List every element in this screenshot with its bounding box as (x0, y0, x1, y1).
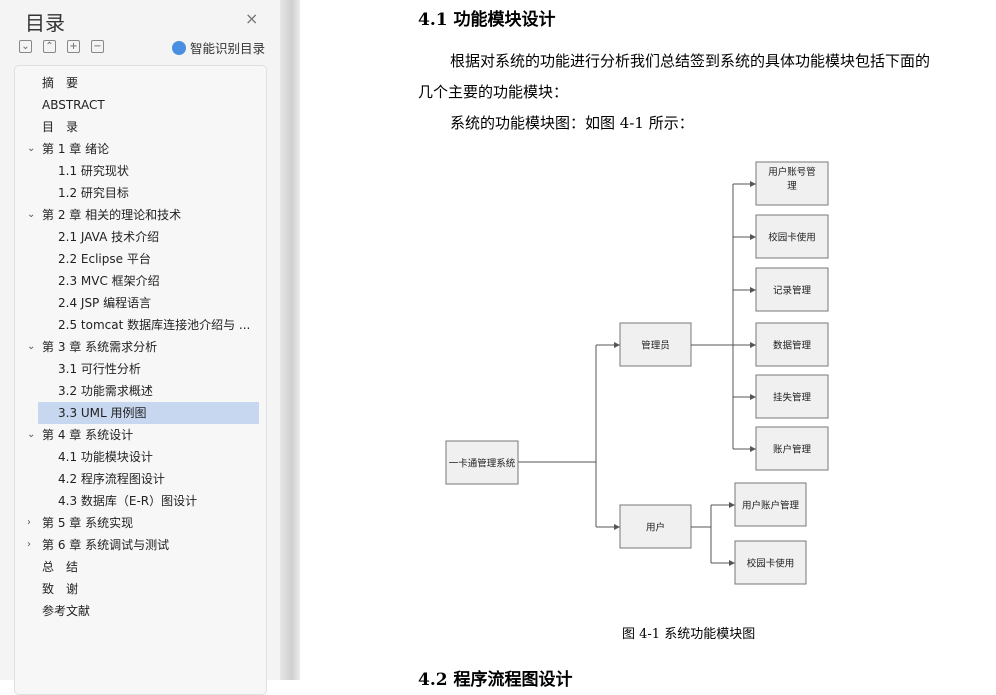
toc-list: 摘 要 ABSTRACT 目 录 ⌄ 第 1 章 绪论 1.1 研究现状 1.2 研究目标 ⌄… (14, 65, 267, 695)
toc-item[interactable]: 2.2 Eclipse 平台 (15, 248, 266, 270)
paragraph-line: 系统的功能模块图：如图 4-1 所示： (450, 114, 694, 132)
diagram-node (734, 482, 807, 527)
diagram-node (755, 374, 829, 419)
chevron-icon[interactable]: ⌄ (27, 143, 36, 154)
expand-all-button[interactable]: ⌄ (19, 40, 32, 53)
toc-item[interactable]: 3.1 可行性分析 (15, 358, 266, 380)
toc-item[interactable]: 3.3 UML 用例图 (38, 402, 259, 424)
toc-item[interactable]: › 第 6 章 系统调试与测试 (15, 534, 266, 556)
node-label: 数据管理 (773, 340, 812, 352)
chevron-icon[interactable]: ⌄ (27, 429, 36, 440)
document-page: 4.1 功能模块设计 根据对系统的功能进行分析我们总结签到系统的具体功能模块包括… (300, 0, 996, 690)
node-label: 管理员 (641, 340, 670, 352)
node-label: 校园卡使用 (747, 558, 795, 570)
toc-item-label: 1.1 研究现状 (58, 164, 129, 178)
toc-item-label: 3.1 可行性分析 (58, 362, 141, 376)
diagram-node (619, 322, 692, 367)
toc-item[interactable]: 2.3 MVC 框架介绍 (15, 270, 266, 292)
function-module-diagram: 一卡通管理系统管理员用户用户账号管理校园卡使用记录管理数据管理挂失管理账户管理用… (445, 161, 829, 585)
toc-item[interactable]: 总 结 (15, 556, 266, 578)
toc-item-label: 第 4 章 系统设计 (42, 428, 134, 442)
toc-item-label: 2.3 MVC 框架介绍 (58, 274, 160, 288)
toc-item-label: 2.4 JSP 编程语言 (58, 296, 152, 310)
toc-item[interactable]: 1.1 研究现状 (15, 160, 266, 182)
toc-item[interactable]: 2.1 JAVA 技术介绍 (15, 226, 266, 248)
ai-icon (172, 40, 186, 55)
node-label: 理 (787, 181, 797, 192)
paragraph-line: 根据对系统的功能进行分析我们总结签到系统的具体功能模块包括下面的 (450, 52, 931, 70)
panel-divider[interactable] (280, 0, 300, 680)
diagram-node (755, 267, 829, 312)
toc-item-label: 第 2 章 相关的理论和技术 (42, 208, 182, 222)
diagram-node (734, 540, 807, 585)
chevron-icon[interactable]: ⌄ (27, 341, 36, 352)
close-icon[interactable]: × (245, 9, 259, 28)
toc-item[interactable]: 2.5 tomcat 数据库连接池介绍与 ... (15, 314, 266, 336)
smart-toc-label: 智能识别目录 (190, 41, 266, 56)
node-label: 挂失管理 (773, 392, 812, 404)
toc-item[interactable]: ⌄ 第 3 章 系统需求分析 (15, 336, 266, 358)
node-label: 用户账户管理 (742, 500, 800, 512)
toc-item-label: 摘 要 (42, 76, 79, 90)
toc-item[interactable]: ⌄ 第 2 章 相关的理论和技术 (15, 204, 266, 226)
paragraph-line: 几个主要的功能模块： (418, 83, 569, 101)
node-label: 校园卡使用 (768, 232, 816, 244)
diagram-node (755, 426, 829, 471)
toc-item-label: ABSTRACT (42, 98, 105, 112)
diagram-node (445, 440, 519, 485)
diagram-node (755, 161, 829, 206)
node-label: 记录管理 (773, 285, 812, 297)
toc-item-label: 致 谢 (42, 582, 79, 596)
toc-item[interactable]: ABSTRACT (15, 94, 266, 116)
toc-item[interactable]: ⌄ 第 1 章 绪论 (15, 138, 266, 160)
toc-item[interactable]: ⌄ 第 4 章 系统设计 (15, 424, 266, 446)
toc-item-label: 总 结 (42, 560, 79, 574)
toc-item-label: 3.2 功能需求概述 (58, 384, 153, 398)
toc-item-label: 4.2 程序流程图设计 (58, 472, 165, 486)
section-heading: 4.1 功能模块设计 (418, 10, 556, 30)
node-label: 用户 (646, 522, 665, 534)
chevron-icon[interactable]: › (27, 539, 31, 550)
node-label: 用户账号管 (768, 166, 816, 178)
toc-item[interactable]: 4.3 数据库（E-R）图设计 (15, 490, 266, 512)
next-section-heading: 4.2 程序流程图设计 (418, 670, 573, 690)
chevron-icon[interactable]: › (27, 517, 31, 528)
toc-item[interactable]: 4.1 功能模块设计 (15, 446, 266, 468)
toc-item-label: 第 1 章 绪论 (42, 142, 110, 156)
toc-item[interactable]: 目 录 (15, 116, 266, 138)
node-label: 账户管理 (773, 444, 812, 456)
toc-item[interactable]: 摘 要 (15, 72, 266, 94)
toc-item[interactable]: 参考文献 (15, 600, 266, 622)
toc-item-label: 2.5 tomcat 数据库连接池介绍与 ... (58, 318, 251, 332)
toc-item-label: 1.2 研究目标 (58, 186, 129, 200)
toc-item[interactable]: 1.2 研究目标 (15, 182, 266, 204)
add-entry-button[interactable]: + (67, 40, 80, 53)
smart-toc-button[interactable]: 智能识别目录 (172, 38, 265, 57)
toc-item-label: 目 录 (42, 120, 79, 134)
toc-item-label: 2.1 JAVA 技术介绍 (58, 230, 160, 244)
toc-item-label: 4.3 数据库（E-R）图设计 (58, 494, 198, 508)
chevron-icon[interactable]: ⌄ (27, 209, 36, 220)
figure-caption: 图 4-1 系统功能模块图 (622, 627, 756, 642)
toc-item[interactable]: 4.2 程序流程图设计 (15, 468, 266, 490)
toc-item-label: 第 6 章 系统调试与测试 (42, 538, 170, 552)
diagram-node (755, 322, 829, 367)
sidebar-title: 目录 (25, 11, 65, 35)
toc-item-label: 第 5 章 系统实现 (42, 516, 134, 530)
toc-item[interactable]: 3.2 功能需求概述 (15, 380, 266, 402)
remove-entry-button[interactable]: − (91, 40, 104, 53)
node-label: 一卡通管理系统 (449, 458, 516, 470)
diagram-node (755, 214, 829, 259)
collapse-all-button[interactable]: ⌃ (43, 40, 56, 53)
toc-item[interactable]: 致 谢 (15, 578, 266, 600)
toc-item[interactable]: 2.4 JSP 编程语言 (15, 292, 266, 314)
toc-item[interactable]: › 第 5 章 系统实现 (15, 512, 266, 534)
toc-item-label: 3.3 UML 用例图 (58, 406, 147, 420)
toc-item-label: 参考文献 (42, 604, 91, 618)
toc-sidebar: 目录 × ⌄ ⌃ + − 智能识别目录 摘 要 ABSTRACT 目 录 ⌄ 第 1 章… (0, 0, 280, 695)
toc-item-label: 第 3 章 系统需求分析 (42, 340, 158, 354)
toc-item-label: 4.1 功能模块设计 (58, 450, 153, 464)
toc-item-label: 2.2 Eclipse 平台 (58, 252, 151, 266)
